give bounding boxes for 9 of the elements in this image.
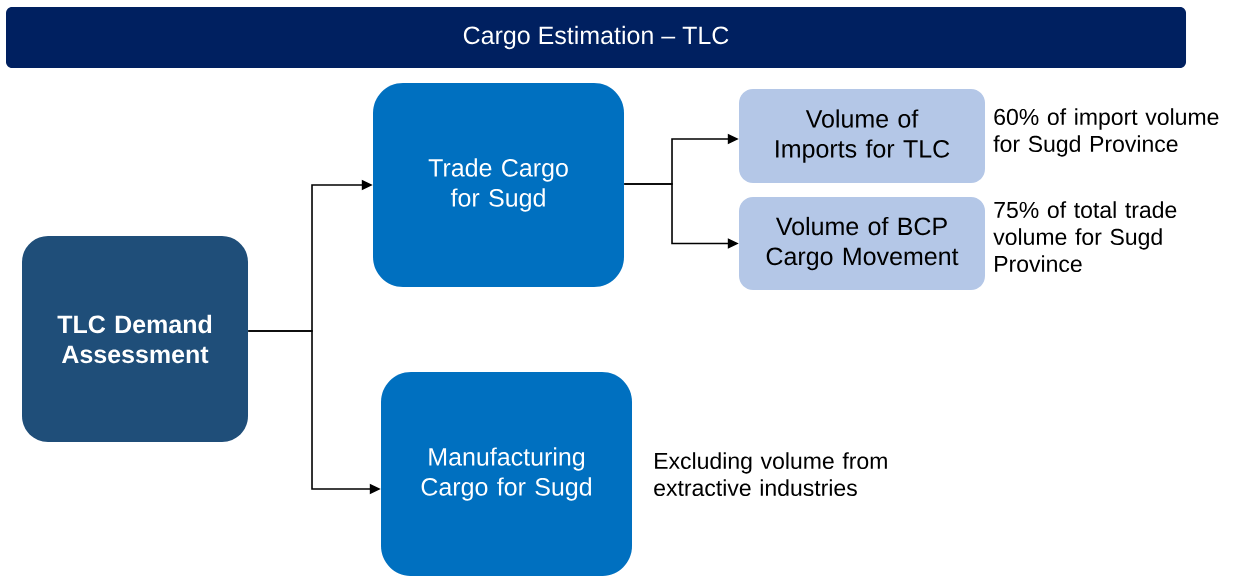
- note-text: 75% of total trade volume for Sugd Province: [993, 201, 1177, 273]
- process-box: Manufacturing Cargo for Sugd: [381, 372, 632, 576]
- result-box: Volume of Imports for TLC: [739, 89, 985, 183]
- process-box: Trade Cargo for Sugd: [373, 83, 624, 287]
- process-box: TLC Demand Assessment: [22, 236, 248, 442]
- title-banner: Cargo Estimation – TLC: [6, 7, 1186, 68]
- note-text: Excluding volume from extractive industries: [654, 452, 887, 497]
- note-text: 60% of import volume for Sugd Province: [993, 108, 1219, 157]
- result-box: Volume of BCP Cargo Movement: [739, 197, 985, 290]
